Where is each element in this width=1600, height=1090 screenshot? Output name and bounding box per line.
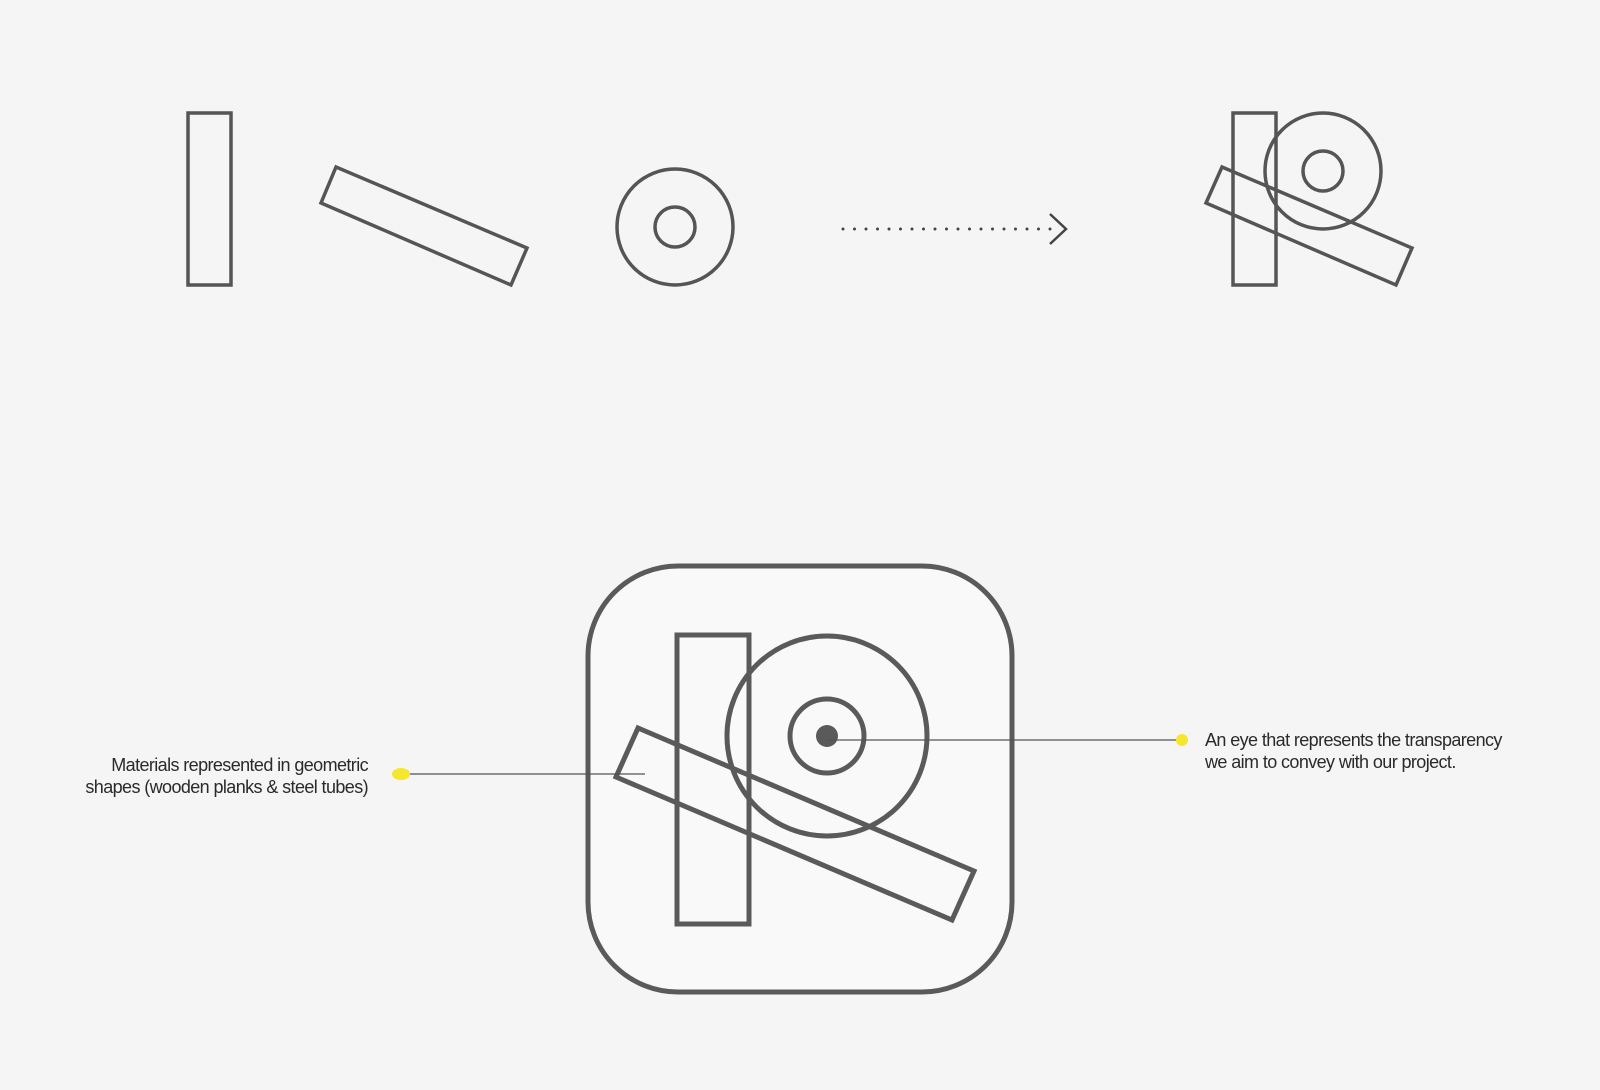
callout-eye-line2: we aim to convey with our project. (1205, 752, 1456, 772)
app-icon (585, 563, 1015, 995)
callout-materials-line1: Materials represented in geometric (111, 755, 368, 775)
element-tilted-plank (318, 164, 530, 288)
callout-eye-dot (1176, 734, 1188, 746)
dotted-arrow-icon (841, 213, 1068, 245)
callout-materials-pointer (392, 768, 645, 780)
app-icon-rounded-square (585, 563, 1015, 995)
combined-logo-icon (1203, 111, 1415, 288)
vertical-plank-icon (186, 111, 233, 287)
callout-eye-line1: An eye that represents the transparency (1205, 730, 1502, 750)
combined-tilted-plank (1203, 164, 1415, 288)
arrow-head (1049, 213, 1068, 245)
app-tilted-plank (612, 724, 978, 924)
combined-vertical-plank (1231, 111, 1278, 287)
eye-inner-circle (653, 205, 697, 249)
callout-eye-text: An eye that represents the transparency … (1205, 729, 1502, 773)
app-inner-circle (787, 696, 867, 776)
element-eye (615, 167, 735, 287)
callout-materials-dot (392, 768, 410, 780)
callout-materials-line2: shapes (wooden planks & steel tubes) (85, 777, 368, 797)
eye-outer-circle (615, 167, 735, 287)
combined-outer-circle (1263, 111, 1383, 231)
callout-eye-pointer (827, 734, 1188, 746)
combined-inner-circle (1301, 149, 1345, 193)
app-eye-pupil (816, 725, 838, 747)
app-vertical-plank (674, 632, 752, 927)
app-outer-circle (724, 633, 930, 839)
callout-materials-text: Materials represented in geometric shape… (85, 754, 368, 798)
tilted-plank-icon (318, 164, 530, 288)
element-vertical-plank (186, 111, 233, 287)
